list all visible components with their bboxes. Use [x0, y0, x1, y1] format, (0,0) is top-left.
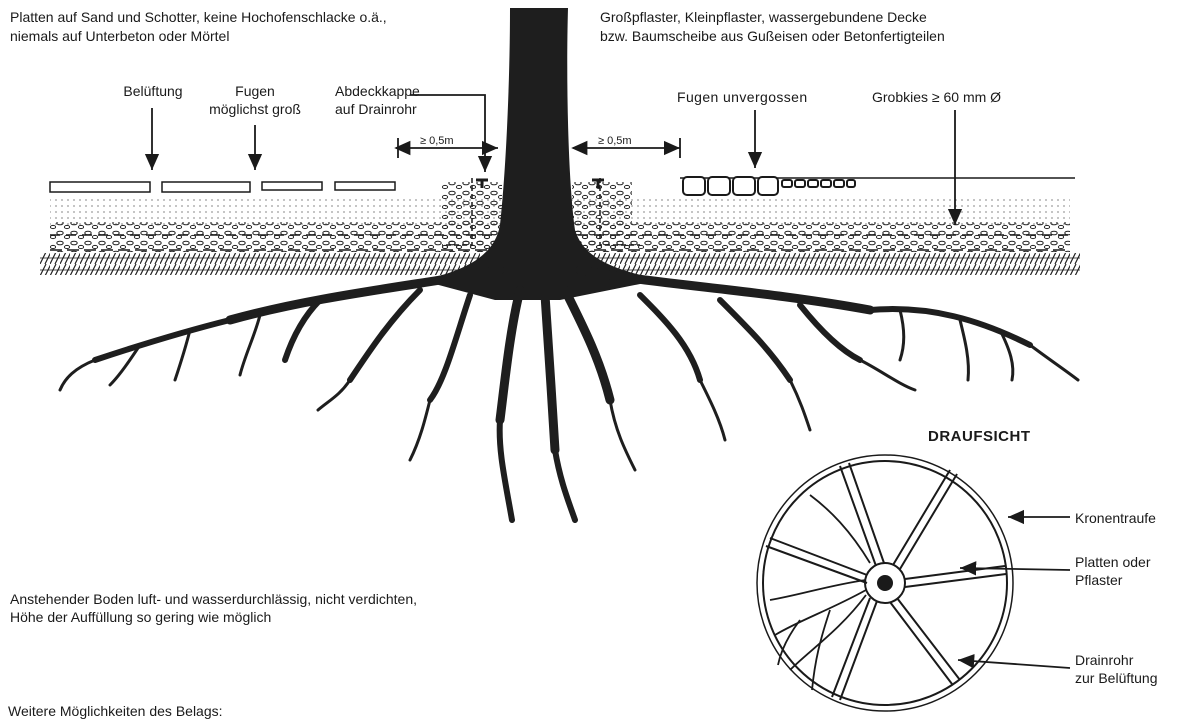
top-right-note-line2: bzw. Baumscheibe aus Gußeisen oder Beton…: [600, 27, 945, 45]
top-view-arrows: [958, 517, 1070, 668]
label-distance-right: ≥ 0,5m: [598, 132, 632, 150]
top-view-label-platten-line2: Pflaster: [1075, 571, 1122, 589]
label-fugen-line1: Fugen: [195, 82, 315, 100]
label-fugen-unvergossen: Fugen unvergossen: [677, 88, 808, 106]
top-left-note-line1: Platten auf Sand und Schotter, keine Hoc…: [10, 8, 387, 26]
footer-note: Weitere Möglichkeiten des Belags:: [8, 702, 223, 720]
label-distance-left: ≥ 0,5m: [420, 132, 454, 150]
top-view-title: DRAUFSICHT: [928, 428, 1031, 445]
top-right-note-line1: Großpflaster, Kleinpflaster, wassergebun…: [600, 8, 927, 26]
top-view-label-drainrohr-line2: zur Belüftung: [1075, 669, 1158, 687]
top-view-label-drainrohr-line1: Drainrohr: [1075, 651, 1133, 669]
bottom-note-line2: Höhe der Auffüllung so gering wie möglic…: [10, 608, 271, 626]
label-grobkies: Grobkies ≥ 60 mm Ø: [872, 88, 1001, 106]
top-view-label-platten-line1: Platten oder: [1075, 553, 1151, 571]
bottom-note-line1: Anstehender Boden luft- und wasserdurchl…: [10, 590, 417, 608]
label-fugen-line2: möglichst groß: [195, 100, 315, 118]
label-abdeckkappe-line1: Abdeckkappe: [335, 82, 420, 100]
top-view-circle: [757, 455, 1013, 711]
label-abdeckkappe-line2: auf Drainrohr: [335, 100, 417, 118]
paving-stones-right: [683, 177, 855, 195]
paving-slabs-left: [50, 182, 395, 192]
top-left-note-line2: niemals auf Unterbeton oder Mörtel: [10, 27, 229, 45]
top-view-label-kronentraufe: Kronentraufe: [1075, 509, 1156, 527]
